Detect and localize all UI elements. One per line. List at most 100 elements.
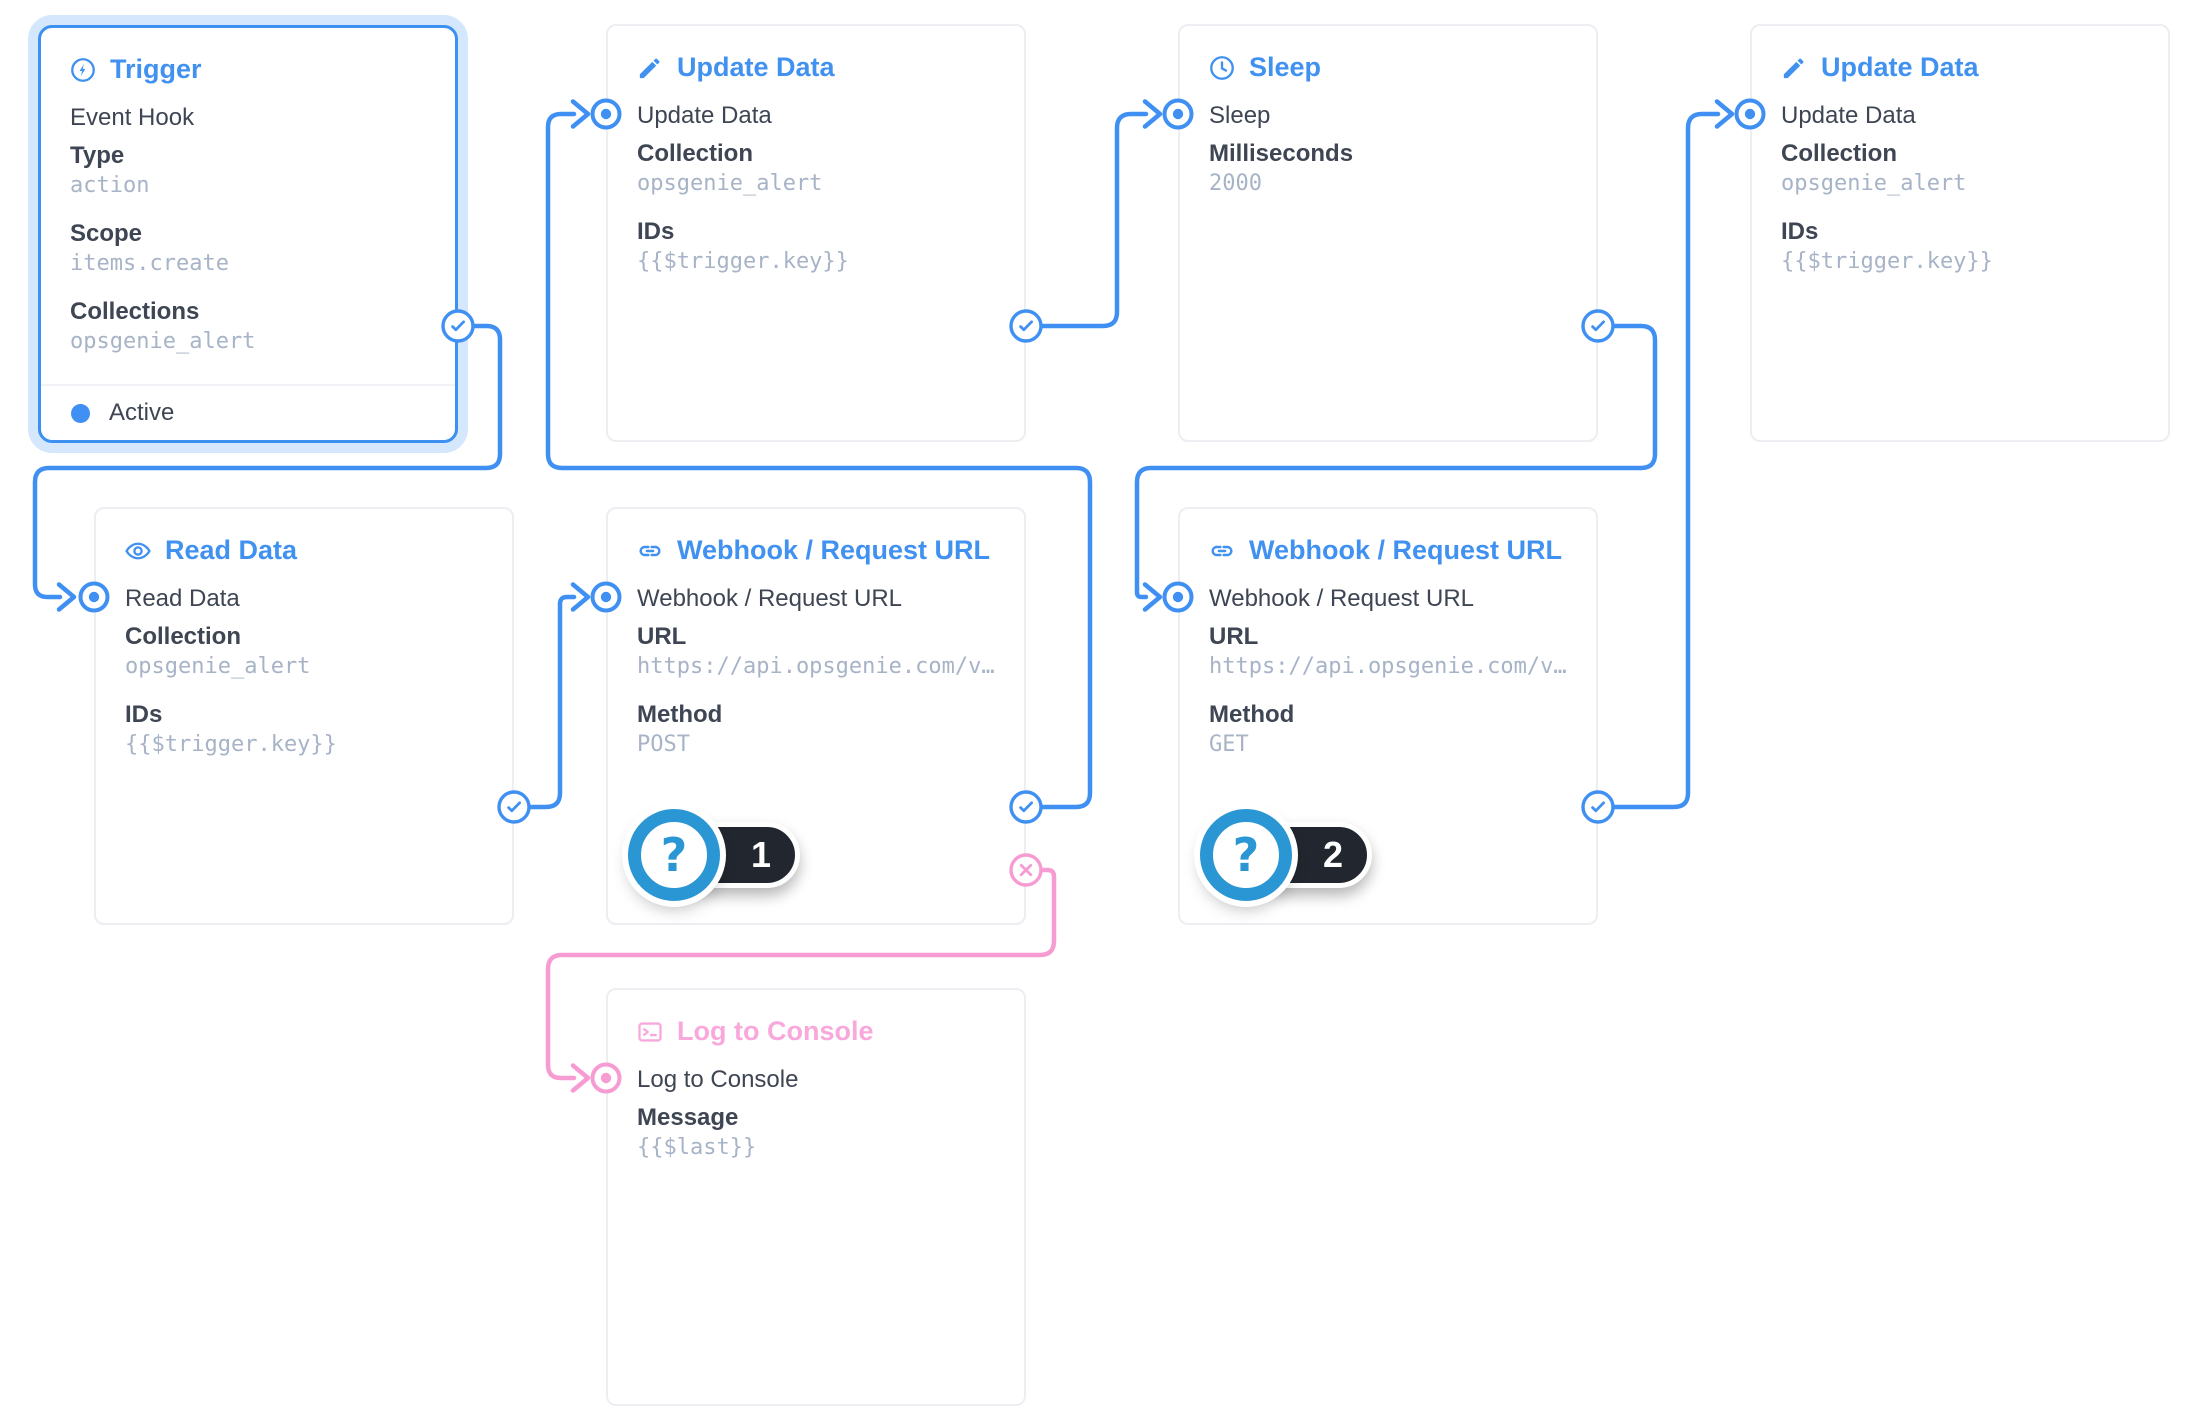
resolve-port-sleep[interactable] <box>1581 309 1615 343</box>
question-mark-icon: ? <box>1200 809 1292 901</box>
field-value: action <box>70 173 150 198</box>
field-value: {{$trigger.key}} <box>637 249 849 274</box>
check-icon <box>1019 801 1033 813</box>
x-icon <box>1019 863 1033 877</box>
node-title-row: Sleep <box>1208 52 1580 83</box>
node-title-row: Webhook / Request URL <box>1208 535 1580 566</box>
arrowhead-icon <box>1142 582 1163 612</box>
field-value: opsgenie_alert <box>70 329 256 354</box>
field-label: IDs <box>1781 218 1819 245</box>
resolve-port-webhook-1[interactable] <box>1009 790 1043 824</box>
trigger-status-footer: Active <box>41 384 455 440</box>
field-value: opsgenie_alert <box>637 171 823 196</box>
input-port-update-data-1[interactable] <box>590 98 622 130</box>
node-title-row: Update Data <box>636 52 1008 83</box>
field-label: Message <box>637 1104 739 1131</box>
input-port-log-to-console[interactable] <box>590 1062 622 1094</box>
field-label: Scope <box>70 220 143 247</box>
check-icon <box>1591 801 1605 813</box>
field-value: opsgenie_alert <box>125 654 311 679</box>
field-op: Webhook / Request URL <box>637 585 903 612</box>
arrowhead-icon <box>570 99 591 129</box>
arrowhead-icon <box>1142 99 1163 129</box>
arrowhead-icon <box>570 582 591 612</box>
edge-read-data-webhook-1 <box>526 582 591 810</box>
field-op: Update Data <box>1781 102 1916 129</box>
link-icon <box>639 545 661 556</box>
question-mark-icon: ? <box>628 809 720 901</box>
field-label: Collection <box>637 140 754 167</box>
resolve-port-trigger[interactable] <box>441 309 475 343</box>
field-op: Sleep <box>1209 102 1271 129</box>
node-title: Log to Console <box>677 1016 874 1046</box>
field-op: Log to Console <box>637 1066 799 1093</box>
bolt-circle-icon <box>71 57 95 82</box>
field-label: Collection <box>125 623 242 650</box>
clock-icon <box>1210 55 1234 80</box>
node-title: Webhook / Request URL <box>1249 535 1563 565</box>
field-label: Type <box>70 142 125 169</box>
field-value: https://api.opsgenie.com/v… <box>637 654 995 679</box>
resolve-port-webhook-2[interactable] <box>1581 790 1615 824</box>
resolve-port-read-data[interactable] <box>497 790 531 824</box>
field-op: Read Data <box>125 585 240 612</box>
pencil-icon <box>1783 58 1804 78</box>
reject-port-webhook-1[interactable] <box>1009 853 1043 887</box>
resolve-port-update-data-1[interactable] <box>1009 309 1043 343</box>
field-value: {{$last}} <box>637 1135 757 1160</box>
field-label: URL <box>637 623 687 650</box>
field-value: https://api.opsgenie.com/v… <box>1209 654 1567 679</box>
field-label: IDs <box>125 701 163 728</box>
check-icon <box>451 320 465 332</box>
input-port-webhook-1[interactable] <box>590 581 622 613</box>
check-icon <box>1591 320 1605 332</box>
field-value: POST <box>637 732 690 757</box>
node-title-row: Read Data <box>124 535 496 566</box>
node-body: Webhook / Request URL URL https://api.opsg… <box>637 584 1004 760</box>
node-title-row: Update Data <box>1780 52 2152 83</box>
field-op: Update Data <box>637 102 772 129</box>
input-port-webhook-2[interactable] <box>1162 581 1194 613</box>
node-body: Webhook / Request URL URL https://api.opsg… <box>1209 584 1576 760</box>
node-title-row: Trigger <box>69 54 439 85</box>
run-count-badge[interactable]: 1? <box>628 809 800 901</box>
field-op: Event Hook <box>70 104 195 131</box>
field-value: {{$trigger.key}} <box>125 732 337 757</box>
node-title: Update Data <box>1821 52 1979 82</box>
field-value: GET <box>1209 732 1249 757</box>
field-value: 2000 <box>1209 171 1262 196</box>
field-value: opsgenie_alert <box>1781 171 1967 196</box>
arrowhead-icon <box>570 1063 591 1093</box>
run-count-badge[interactable]: 2? <box>1200 809 1372 901</box>
arrowhead-icon <box>1714 99 1735 129</box>
node-title-row: Log to Console <box>636 1016 1008 1047</box>
field-value: items.create <box>70 251 229 276</box>
field-label: Milliseconds <box>1209 140 1354 167</box>
input-port-update-data-2[interactable] <box>1734 98 1766 130</box>
field-label: URL <box>1209 623 1259 650</box>
input-port-sleep[interactable] <box>1162 98 1194 130</box>
field-op: Webhook / Request URL <box>1209 585 1475 612</box>
field-label: Method <box>1209 701 1295 728</box>
terminal-icon <box>638 1021 662 1042</box>
active-status-dot <box>71 403 90 423</box>
check-icon <box>1019 320 1033 332</box>
field-label: Collection <box>1781 140 1898 167</box>
link-icon <box>1211 545 1233 556</box>
input-port-read-data[interactable] <box>78 581 110 613</box>
field-label: Collections <box>70 298 200 325</box>
node-title: Update Data <box>677 52 835 82</box>
node-title-row: Webhook / Request URL <box>636 535 1008 566</box>
